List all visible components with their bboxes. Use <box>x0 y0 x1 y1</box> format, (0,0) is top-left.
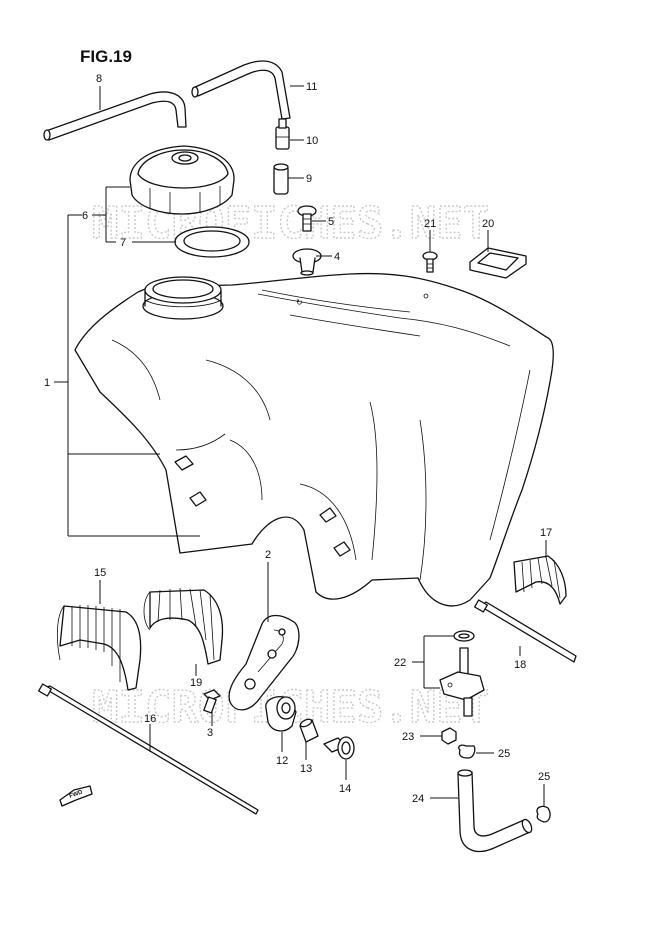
callout-3: 3 <box>207 727 213 739</box>
fuel-tank-part-1[interactable]: ↻ <box>74 272 554 607</box>
bolt-part-14[interactable] <box>323 736 355 760</box>
figure-title: FIG.19 <box>80 47 132 66</box>
gasket-part-7[interactable] <box>174 226 250 258</box>
bolt-part-23[interactable] <box>441 727 457 745</box>
fuel-cap-part-6[interactable] <box>129 145 235 215</box>
callout-7: 7 <box>120 237 126 249</box>
callout-17: 17 <box>540 527 552 539</box>
leader-lines <box>54 85 547 806</box>
callout-25-bottom: 25 <box>538 771 550 783</box>
grommet-part-4[interactable] <box>292 248 322 276</box>
callout-9: 9 <box>306 173 312 185</box>
protector-part-15[interactable] <box>56 605 142 691</box>
callout-4: 4 <box>334 251 340 263</box>
cushion-rubber-part-12[interactable] <box>265 696 297 732</box>
collar-part-13[interactable] <box>299 718 319 743</box>
callout-5: 5 <box>328 216 334 228</box>
joint-part-10[interactable] <box>275 118 290 150</box>
bolt-part-5[interactable] <box>297 205 317 232</box>
band-part-16[interactable] <box>38 683 259 815</box>
cushion-part-17[interactable] <box>513 555 567 605</box>
callout-21: 21 <box>424 218 436 230</box>
clip-part-20[interactable] <box>469 247 527 279</box>
breather-hose-part-11[interactable] <box>191 60 291 120</box>
callout-19: 19 <box>190 677 202 689</box>
svg-text:↻: ↻ <box>296 298 303 307</box>
clamp-part-25b[interactable] <box>536 805 551 823</box>
svg-text:FWD: FWD <box>69 789 85 800</box>
callout-6: 6 <box>82 210 88 222</box>
cushion-part-19[interactable] <box>143 587 224 665</box>
bolt-part-3[interactable] <box>203 689 221 714</box>
callout-25-top: 25 <box>498 748 510 760</box>
callout-11: 11 <box>306 81 317 93</box>
callout-15: 15 <box>94 567 106 579</box>
spacer-part-9[interactable] <box>273 163 289 195</box>
fuel-hose-part-24[interactable] <box>457 769 534 853</box>
screw-part-21[interactable] <box>422 251 438 273</box>
callout-1: 1 <box>44 377 50 389</box>
callout-18: 18 <box>514 659 526 671</box>
forward-arrow-icon: FWD <box>59 785 93 807</box>
callout-24: 24 <box>412 793 424 805</box>
callout-10: 10 <box>306 135 318 147</box>
band-part-18[interactable] <box>474 599 577 663</box>
breather-hose-part-8[interactable] <box>43 91 187 141</box>
clamp-part-25a[interactable] <box>458 744 476 759</box>
callout-13: 13 <box>300 763 312 775</box>
callout-16: 16 <box>144 713 156 725</box>
callout-20: 20 <box>482 218 494 230</box>
callout-2: 2 <box>265 549 271 561</box>
fuel-cock-part-22[interactable] <box>439 630 485 717</box>
callout-8: 8 <box>96 73 102 85</box>
callout-12: 12 <box>276 755 288 767</box>
callout-22: 22 <box>394 657 406 669</box>
callout-23: 23 <box>402 731 414 743</box>
callout-14: 14 <box>339 783 351 795</box>
bracket-part-2[interactable] <box>228 614 300 711</box>
callout-labels: 8 11 10 9 5 4 21 20 6 7 1 2 15 19 3 12 1… <box>44 73 552 805</box>
